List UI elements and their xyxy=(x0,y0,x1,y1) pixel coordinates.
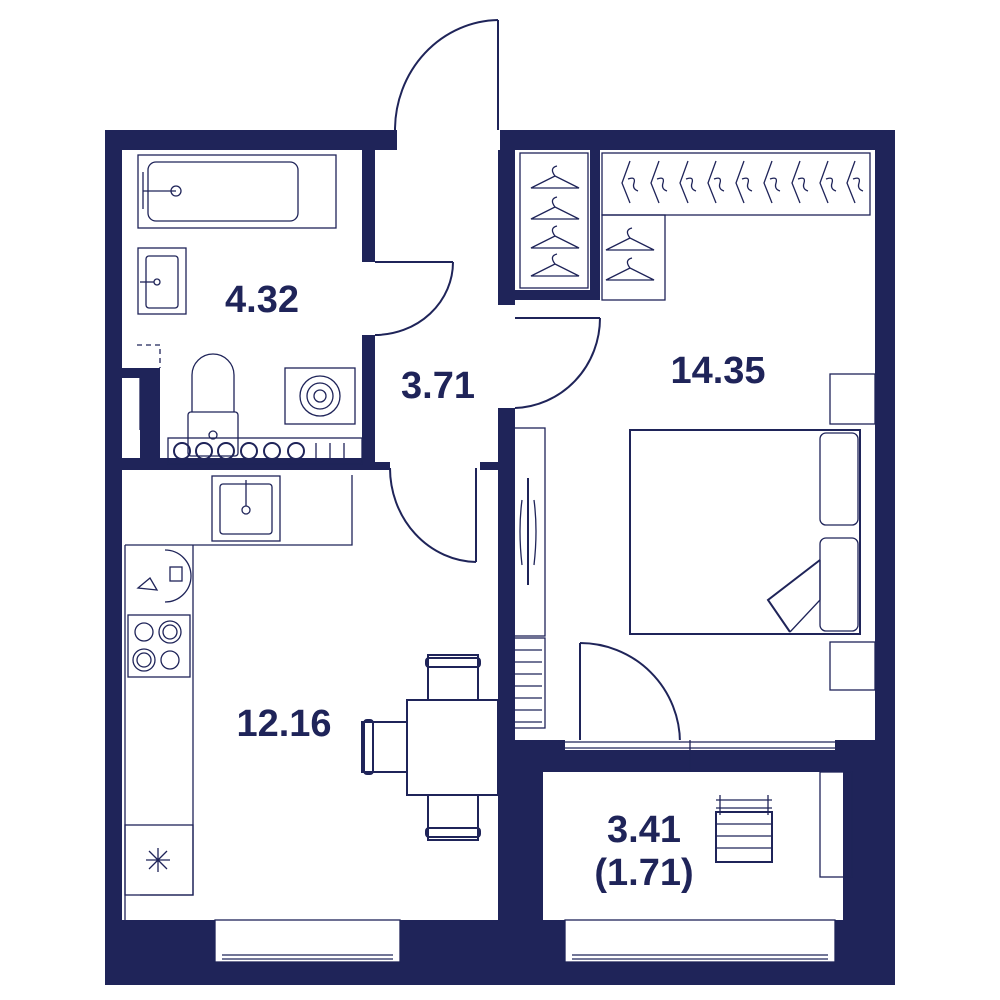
hanger-icon xyxy=(791,160,809,204)
wardrobe-large xyxy=(601,152,871,301)
inner-outlines xyxy=(137,344,161,430)
balcony-reduced-area: (1.71) xyxy=(594,852,693,894)
hanger-icon xyxy=(530,225,580,249)
balcony-cabinet-icon xyxy=(819,771,853,878)
kitchen-sink-icon xyxy=(211,475,281,542)
hanger-icon xyxy=(605,227,655,251)
washing-machine-icon xyxy=(284,367,356,425)
hanger-icon xyxy=(530,196,580,220)
bathtub-icon xyxy=(137,154,337,229)
bedroom-area: 14.35 xyxy=(670,350,765,392)
hanger-icon xyxy=(763,160,781,204)
toilet-icon xyxy=(187,353,239,457)
kitchen-door-icon xyxy=(389,467,477,563)
bedroom-window-icon xyxy=(565,740,835,772)
nightstand-bottom-icon xyxy=(829,641,876,691)
hood-icon xyxy=(136,549,192,603)
bed-icon xyxy=(629,429,861,635)
balcony-window-icon xyxy=(564,919,836,963)
hanger-icon xyxy=(707,160,725,204)
balcony-door-icon xyxy=(579,642,681,746)
chair-icon xyxy=(361,654,481,841)
hanger-icon xyxy=(650,160,668,204)
hanger-icon xyxy=(530,165,580,189)
bedroom-door-icon xyxy=(514,317,601,409)
hanger-icon xyxy=(530,253,580,277)
entrance-door-icon xyxy=(385,19,510,150)
radiator-icon xyxy=(511,637,546,729)
hanger-icons xyxy=(530,160,864,281)
sink-icon xyxy=(137,247,187,315)
kitchen-window-icon xyxy=(214,919,401,963)
hanger-icon xyxy=(605,257,655,281)
bath-radiator-icon xyxy=(167,437,363,465)
hanger-icon xyxy=(819,160,837,204)
wardrobe-small xyxy=(519,152,589,289)
bedroom-wardrobe-icon xyxy=(511,427,546,637)
hanger-icon xyxy=(735,160,753,204)
drying-rack-icon xyxy=(715,795,773,863)
hanger-icon xyxy=(679,160,697,204)
kitchen-area: 12.16 xyxy=(236,703,331,745)
balcony-area: 3.41 xyxy=(607,809,681,851)
nightstand-top-icon xyxy=(829,373,876,425)
hall-area: 3.71 xyxy=(401,365,475,407)
fridge-icon xyxy=(124,824,194,896)
hanger-icon xyxy=(621,160,639,204)
bathroom-door-icon xyxy=(374,261,454,336)
hanger-icon xyxy=(846,160,864,204)
stove-icon xyxy=(127,614,191,678)
bathroom-area: 4.32 xyxy=(225,279,299,321)
